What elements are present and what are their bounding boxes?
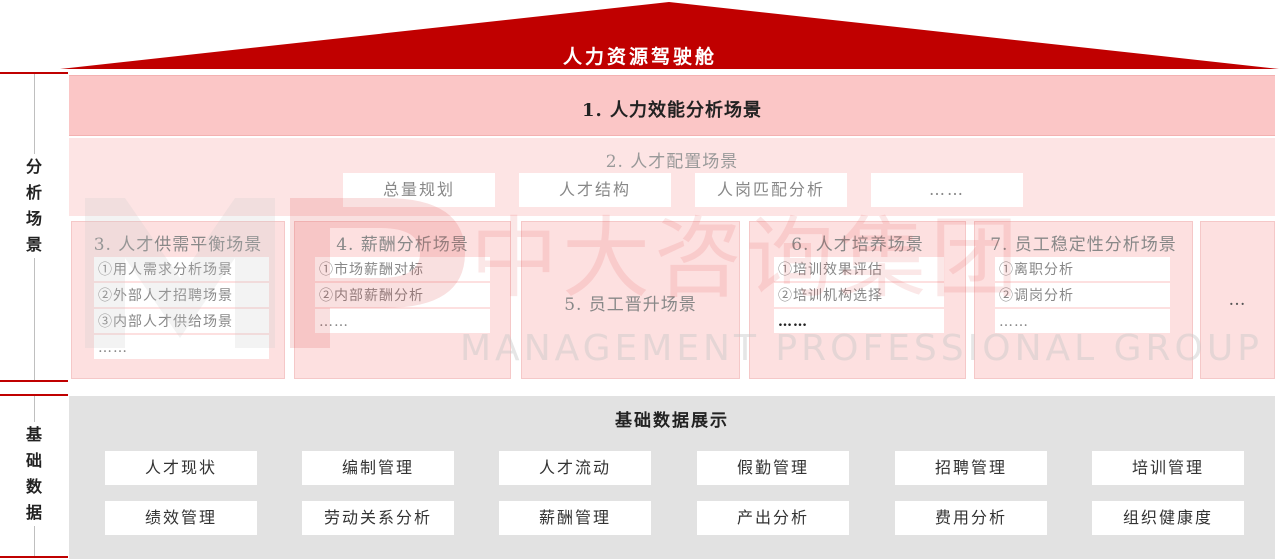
scenario-stability: 7. 员工稳定性分析场景 ①离职分析 ②调岗分析 …… bbox=[974, 221, 1193, 379]
base-item: 假勤管理 bbox=[697, 451, 849, 485]
scenario-supply-demand: 3. 人才供需平衡场景 ①用人需求分析场景 ②外部人才招聘场景 ③内部人才供给场… bbox=[71, 221, 285, 379]
allocation-item: …… bbox=[871, 173, 1023, 207]
watermark-chinese: 中大咨询集团 bbox=[470, 207, 1023, 310]
base-item: 劳动关系分析 bbox=[302, 501, 454, 535]
scenario-promotion: 5. 员工晋升场景 bbox=[521, 221, 740, 379]
scenario-title: 5. 员工晋升场景 bbox=[564, 295, 697, 315]
side-divider-top bbox=[0, 72, 68, 74]
side-label-analysis: 分 析 场 景 bbox=[22, 154, 46, 258]
scenario-item: ②调岗分析 bbox=[995, 283, 1170, 309]
scenario-item: …… bbox=[774, 309, 944, 335]
band-efficiency-title: 1. 人力效能分析场景 bbox=[581, 100, 763, 121]
scenario-item: ①离职分析 bbox=[995, 257, 1170, 283]
scenario-item: ③内部人才供给场景 bbox=[94, 309, 269, 335]
base-item: 绩效管理 bbox=[105, 501, 257, 535]
base-item: 薪酬管理 bbox=[499, 501, 651, 535]
base-item: 招聘管理 bbox=[895, 451, 1047, 485]
base-item: 人才流动 bbox=[499, 451, 651, 485]
side-label-char: 场 bbox=[25, 209, 42, 228]
scenario-training: 6. 人才培养场景 ①培训效果评估 ②培训机构选择 …… bbox=[749, 221, 966, 379]
side-label-char: 景 bbox=[25, 235, 42, 254]
base-data-panel bbox=[69, 396, 1275, 559]
base-item: 编制管理 bbox=[302, 451, 454, 485]
allocation-item: 人岗匹配分析 bbox=[695, 173, 847, 207]
side-label-char: 据 bbox=[25, 503, 42, 522]
watermark-english: MANAGEMENT PROFESSIONAL GROUP bbox=[460, 328, 1263, 369]
allocation-item: 人才结构 bbox=[519, 173, 671, 207]
band-talent-allocation bbox=[69, 138, 1275, 216]
base-item: 人才现状 bbox=[105, 451, 257, 485]
side-label-char: 分 bbox=[25, 157, 42, 176]
scenario-item: …… bbox=[315, 309, 490, 335]
scenario-item: ②培训机构选择 bbox=[774, 283, 944, 309]
base-item: 费用分析 bbox=[895, 501, 1047, 535]
scenario-more: … bbox=[1200, 221, 1275, 379]
base-item: 组织健康度 bbox=[1092, 501, 1244, 535]
scenario-title: 6. 人才培养场景 bbox=[791, 235, 924, 255]
watermark-logo bbox=[85, 198, 465, 348]
scenario-title: 7. 员工稳定性分析场景 bbox=[990, 235, 1177, 255]
side-label-char: 数 bbox=[25, 477, 42, 496]
scenario-item: ②内部薪酬分析 bbox=[315, 283, 490, 309]
side-label-char: 析 bbox=[25, 183, 42, 202]
scenario-item: …… bbox=[995, 309, 1170, 335]
band-efficiency bbox=[69, 75, 1275, 136]
side-divider-mid bbox=[0, 380, 68, 382]
base-item: 培训管理 bbox=[1092, 451, 1244, 485]
side-label-char: 础 bbox=[25, 451, 42, 470]
dashboard-title: 人力资源驾驶舱 bbox=[562, 46, 717, 68]
scenario-item: ①培训效果评估 bbox=[774, 257, 944, 283]
side-divider-base bbox=[0, 394, 68, 396]
base-data-title: 基础数据展示 bbox=[615, 411, 729, 431]
scenario-item: ①市场薪酬对标 bbox=[315, 257, 490, 283]
band-talent-allocation-title: 2. 人才配置场景 bbox=[605, 152, 739, 172]
scenario-compensation: 4. 薪酬分析场景 ①市场薪酬对标 ②内部薪酬分析 …… bbox=[294, 221, 511, 379]
roof-banner bbox=[60, 2, 1279, 69]
scenario-item: …… bbox=[94, 335, 269, 361]
scenario-title: 4. 薪酬分析场景 bbox=[336, 235, 469, 255]
side-divider-bottom bbox=[0, 556, 68, 558]
scenario-item: ①用人需求分析场景 bbox=[94, 257, 269, 283]
side-label-base: 基 础 数 据 bbox=[22, 422, 46, 526]
side-label-char: 基 bbox=[25, 425, 42, 444]
scenario-title: 3. 人才供需平衡场景 bbox=[93, 235, 263, 255]
allocation-item: 总量规划 bbox=[343, 173, 495, 207]
base-item: 产出分析 bbox=[697, 501, 849, 535]
scenario-item: ②外部人才招聘场景 bbox=[94, 283, 269, 309]
more-ellipsis: … bbox=[1228, 290, 1247, 310]
